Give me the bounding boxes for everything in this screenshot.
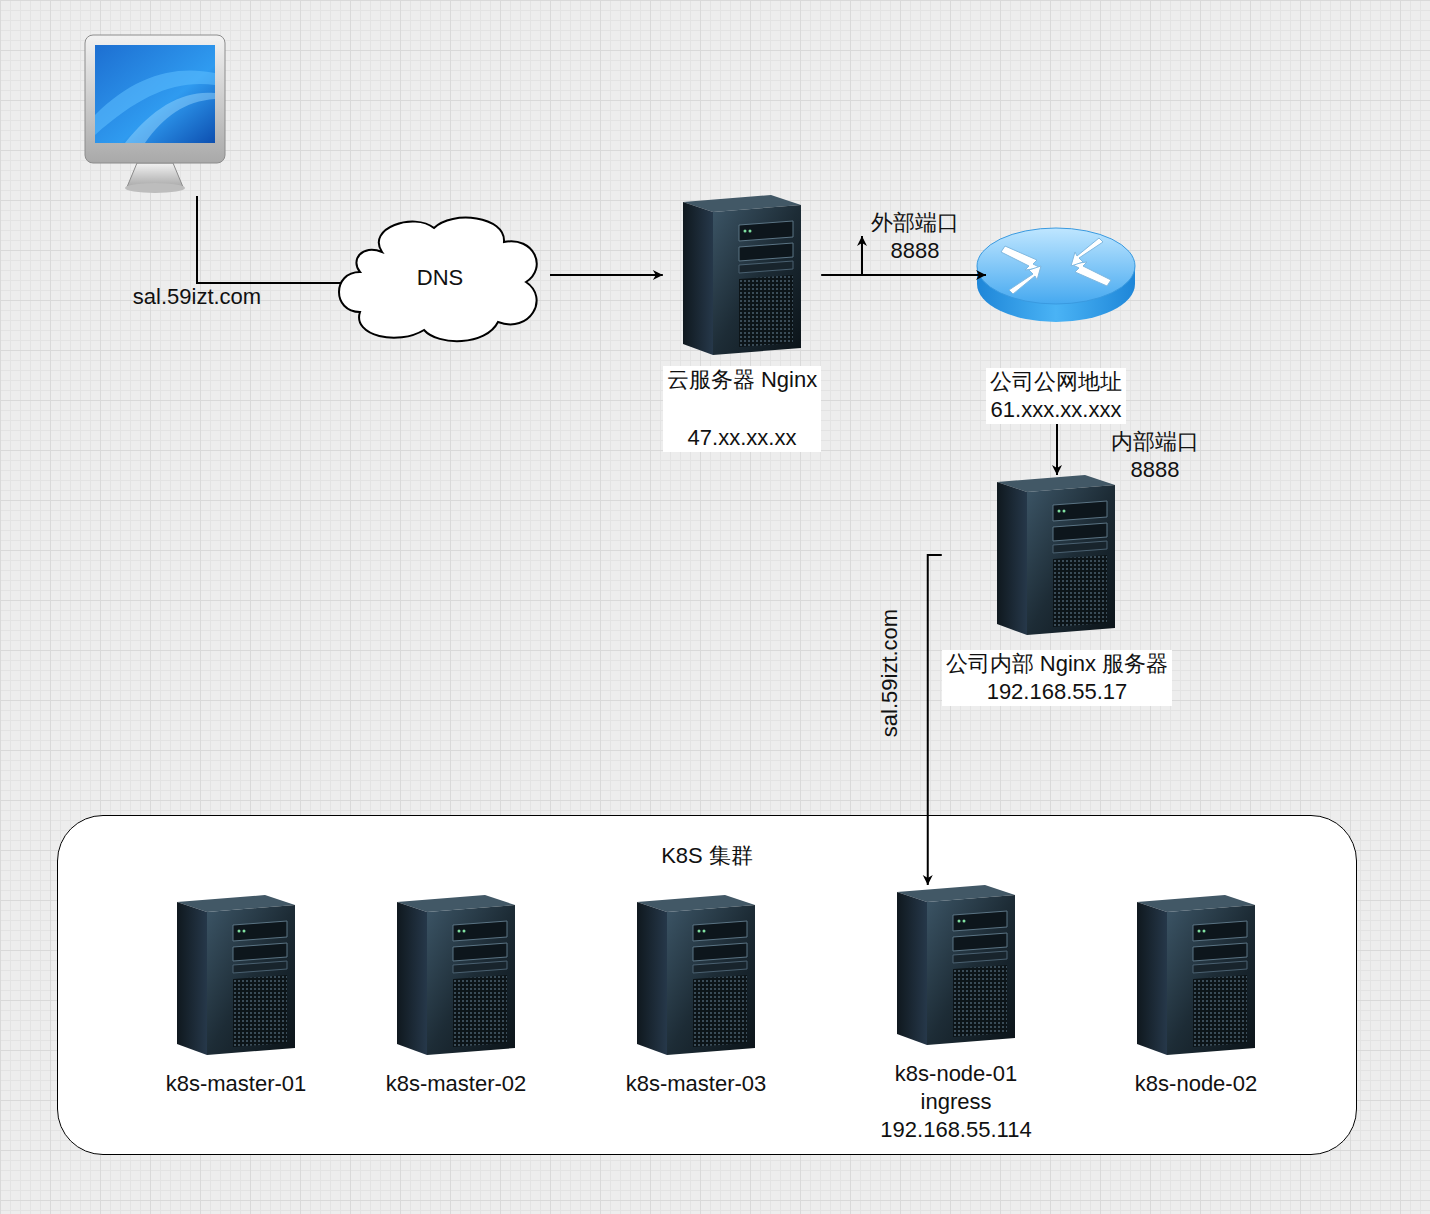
cluster-ground bbox=[57, 815, 1357, 1155]
k8s-server: k8s-master-03 bbox=[622, 895, 771, 1098]
node-detail: 192.168.55.17 bbox=[942, 678, 1172, 706]
node-title: k8s-node-01 bbox=[876, 1060, 1035, 1088]
node-title: k8s-node-02 bbox=[1131, 1070, 1261, 1098]
node-title: 公司公网地址 bbox=[986, 368, 1126, 396]
k8s-server: k8s-node-01ingress192.168.55.114 bbox=[876, 885, 1035, 1144]
node-detail: 61.xxx.xx.xxx bbox=[986, 396, 1126, 424]
server-icon bbox=[397, 895, 515, 1055]
server-icon bbox=[1137, 895, 1255, 1055]
edge-label: sal.59izt.com bbox=[876, 609, 904, 737]
server-icon bbox=[683, 195, 801, 355]
server-icon bbox=[177, 895, 295, 1055]
connector-arrow bbox=[550, 274, 663, 276]
server-icon bbox=[637, 895, 755, 1055]
node-title: 公司内部 Nginx 服务器 bbox=[942, 650, 1172, 678]
connector-arrow bbox=[928, 555, 942, 885]
node-detail: 47.xx.xx.xx bbox=[663, 409, 821, 452]
dns-cloud: DNS bbox=[330, 210, 550, 345]
node-title: k8s-master-03 bbox=[622, 1070, 771, 1098]
node-detail: ingress bbox=[876, 1088, 1035, 1116]
edge-label: 内部端口 8888 bbox=[1100, 428, 1210, 484]
server-icon bbox=[997, 475, 1115, 635]
node-title: K8S 集群 bbox=[58, 842, 1356, 870]
connector-arrow bbox=[1056, 424, 1058, 475]
node-title: 云服务器 Nginx bbox=[663, 366, 821, 409]
node-title: k8s-master-02 bbox=[382, 1070, 531, 1098]
router-icon bbox=[977, 228, 1135, 322]
k8s-cluster: K8S 集群 k8s-master-01 k8s-master-02 k8s-mast… bbox=[57, 815, 1357, 1155]
cloud-shape bbox=[339, 218, 537, 341]
connector-arrow bbox=[821, 274, 986, 276]
request-line bbox=[197, 196, 355, 283]
port-arrow bbox=[861, 236, 863, 275]
edge-label: 外部端口 8888 bbox=[860, 209, 970, 265]
router: 公司公网地址61.xxx.xx.xxx bbox=[986, 222, 1126, 424]
k8s-server: k8s-node-02 bbox=[1131, 895, 1261, 1098]
monitor-icon bbox=[85, 35, 225, 193]
node-detail: 192.168.55.114 bbox=[876, 1116, 1035, 1144]
node-title: k8s-master-01 bbox=[162, 1070, 311, 1098]
domain-label: sal.59izt.com bbox=[133, 283, 261, 311]
node-title: DNS bbox=[417, 264, 463, 292]
k8s-server: k8s-master-02 bbox=[382, 895, 531, 1098]
cloud-server: 云服务器 Nginx47.xx.xx.xx bbox=[663, 195, 821, 452]
server-icon bbox=[897, 885, 1015, 1045]
k8s-server: k8s-master-01 bbox=[162, 895, 311, 1098]
internal-server: 公司内部 Nginx 服务器192.168.55.17 bbox=[942, 475, 1172, 706]
